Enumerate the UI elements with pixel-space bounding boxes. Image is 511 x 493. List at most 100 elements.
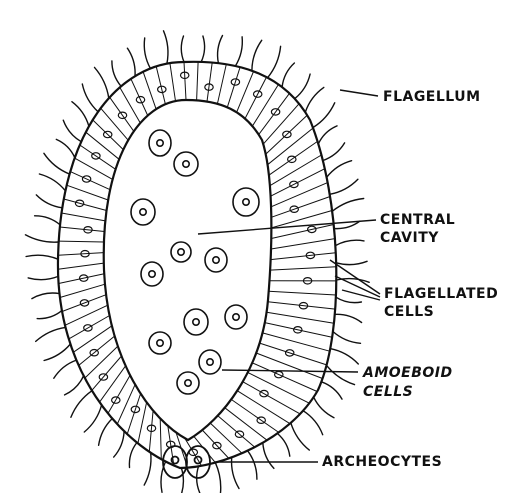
collar-cell-wall [269, 291, 336, 295]
collar-cell-wall [100, 366, 126, 402]
collar-cell-wall [227, 67, 240, 107]
flagellum-strand [129, 443, 137, 468]
flagellum-strand [44, 153, 70, 174]
collar-cell-wall [101, 108, 129, 140]
amoeboid-cell-nucleus [183, 161, 189, 167]
amoeboid-cells [131, 130, 259, 394]
amoeboid-cell [177, 372, 199, 394]
amoeboid-cell-nucleus [193, 319, 199, 325]
flagellum-strand [114, 431, 124, 457]
flagellum-strand [327, 365, 355, 384]
flagellum-strand [291, 423, 310, 450]
label-amoeboid-cells-line1: AMOEBOID [363, 364, 453, 382]
flagellum-strand [95, 67, 109, 98]
flagellum-strand [235, 37, 242, 66]
flagellum-strand [35, 216, 61, 225]
amoeboid-cell [149, 332, 171, 354]
flagellum-strand [201, 36, 204, 62]
flagellum-strand [336, 261, 367, 264]
amoeboid-cell-nucleus [157, 140, 163, 146]
amoeboid-cell-nucleus [233, 314, 239, 320]
collar-cell-layer [58, 62, 336, 468]
flagellum-strand [336, 297, 362, 302]
collar-cell-wall [85, 346, 118, 378]
flagellum-strand [282, 63, 294, 87]
flagellum-strand [127, 48, 135, 76]
label-flagellated-cells-line2: CELLS [384, 303, 434, 321]
collar-cell-wall [231, 399, 279, 432]
collar-cell-wall [217, 64, 226, 104]
collar-cell-wall [207, 63, 212, 102]
label-central-cavity-line2: CAVITY [380, 229, 439, 247]
flagellum-strand [181, 36, 184, 62]
outer-body-wall [58, 62, 336, 468]
flagellum-strand [277, 433, 290, 456]
flagellum-strand [330, 179, 358, 194]
collar-cell-wall [92, 356, 122, 390]
flagellum-strand [26, 255, 58, 259]
collar-cell-wall [271, 225, 333, 239]
amoeboid-cell [174, 152, 198, 176]
flagellum-strand [335, 314, 362, 322]
flagellum-strand [37, 311, 62, 319]
flagellum-strand [313, 103, 335, 128]
flagellum-strand [99, 419, 113, 446]
collar-cell-wall [60, 284, 105, 297]
leader-line [222, 370, 358, 372]
amoeboid-cell [184, 309, 208, 335]
flagellum-strand [72, 102, 89, 127]
flagellum-strand [323, 143, 345, 161]
flagellum-strand [25, 235, 58, 242]
collar-cell-wall [160, 419, 161, 460]
flagellum-strand [65, 376, 84, 395]
flagellum-strand [32, 293, 60, 299]
collar-cell-wall [58, 263, 104, 269]
flagellum-strand [305, 87, 324, 112]
collar-cell-wall [110, 97, 134, 131]
amoeboid-cell-nucleus [213, 257, 219, 263]
flagellum-strand [295, 74, 310, 99]
label-central-cavity-line1: CENTRAL [380, 211, 455, 229]
flagellum-strand [82, 84, 98, 112]
collar-cell-wall [267, 312, 334, 323]
flagellum-strand [144, 453, 151, 485]
collar-cell-wall [170, 63, 176, 101]
collar-cell-wall [156, 66, 165, 104]
collar-cell-wall [265, 323, 332, 338]
collar-cell-wall [62, 213, 106, 221]
label-flagellated-cells-line1: FLAGELLATED [384, 285, 498, 303]
collar-cell-wall [143, 72, 156, 109]
collar-cell-wall [60, 227, 105, 232]
archeocyte-cells [163, 446, 210, 478]
collar-cell-wall [270, 267, 336, 270]
flagellum-strand [318, 126, 337, 144]
amoeboid-cell-nucleus [243, 199, 249, 205]
collar-cell-wall [69, 316, 110, 339]
flagellum-strand [321, 382, 342, 399]
label-flagellum: FLAGELLUM [383, 88, 481, 106]
amoeboid-cell [233, 188, 259, 216]
flagellum-strand [36, 195, 62, 208]
collar-cell-wall [237, 391, 290, 424]
collar-cell-wall [202, 430, 229, 458]
amoeboid-cell-nucleus [157, 340, 163, 346]
flagellum-strand [303, 411, 323, 435]
collar-cell-wall [252, 363, 317, 392]
amoeboid-cell [131, 199, 155, 225]
collar-cell-wall [271, 183, 328, 207]
amoeboid-cell [225, 305, 247, 329]
collar-cell-wall [184, 62, 186, 100]
collar-cell-wall [108, 375, 130, 413]
collar-cell-wall [271, 239, 335, 249]
collar-cell-wall [197, 62, 199, 101]
collar-cell-wall [59, 241, 104, 242]
collar-cell-wall [263, 104, 299, 144]
collar-cell-wall [256, 353, 322, 379]
flagellum-strand [28, 276, 58, 279]
amoeboid-cell [171, 242, 191, 262]
collar-cell-wall [79, 336, 115, 365]
amoeboid-cell [149, 130, 171, 156]
collar-cell-wall [73, 326, 112, 353]
collar-cell-wall [86, 132, 119, 159]
label-amoeboid-cells-line2: CELLS [363, 383, 413, 401]
